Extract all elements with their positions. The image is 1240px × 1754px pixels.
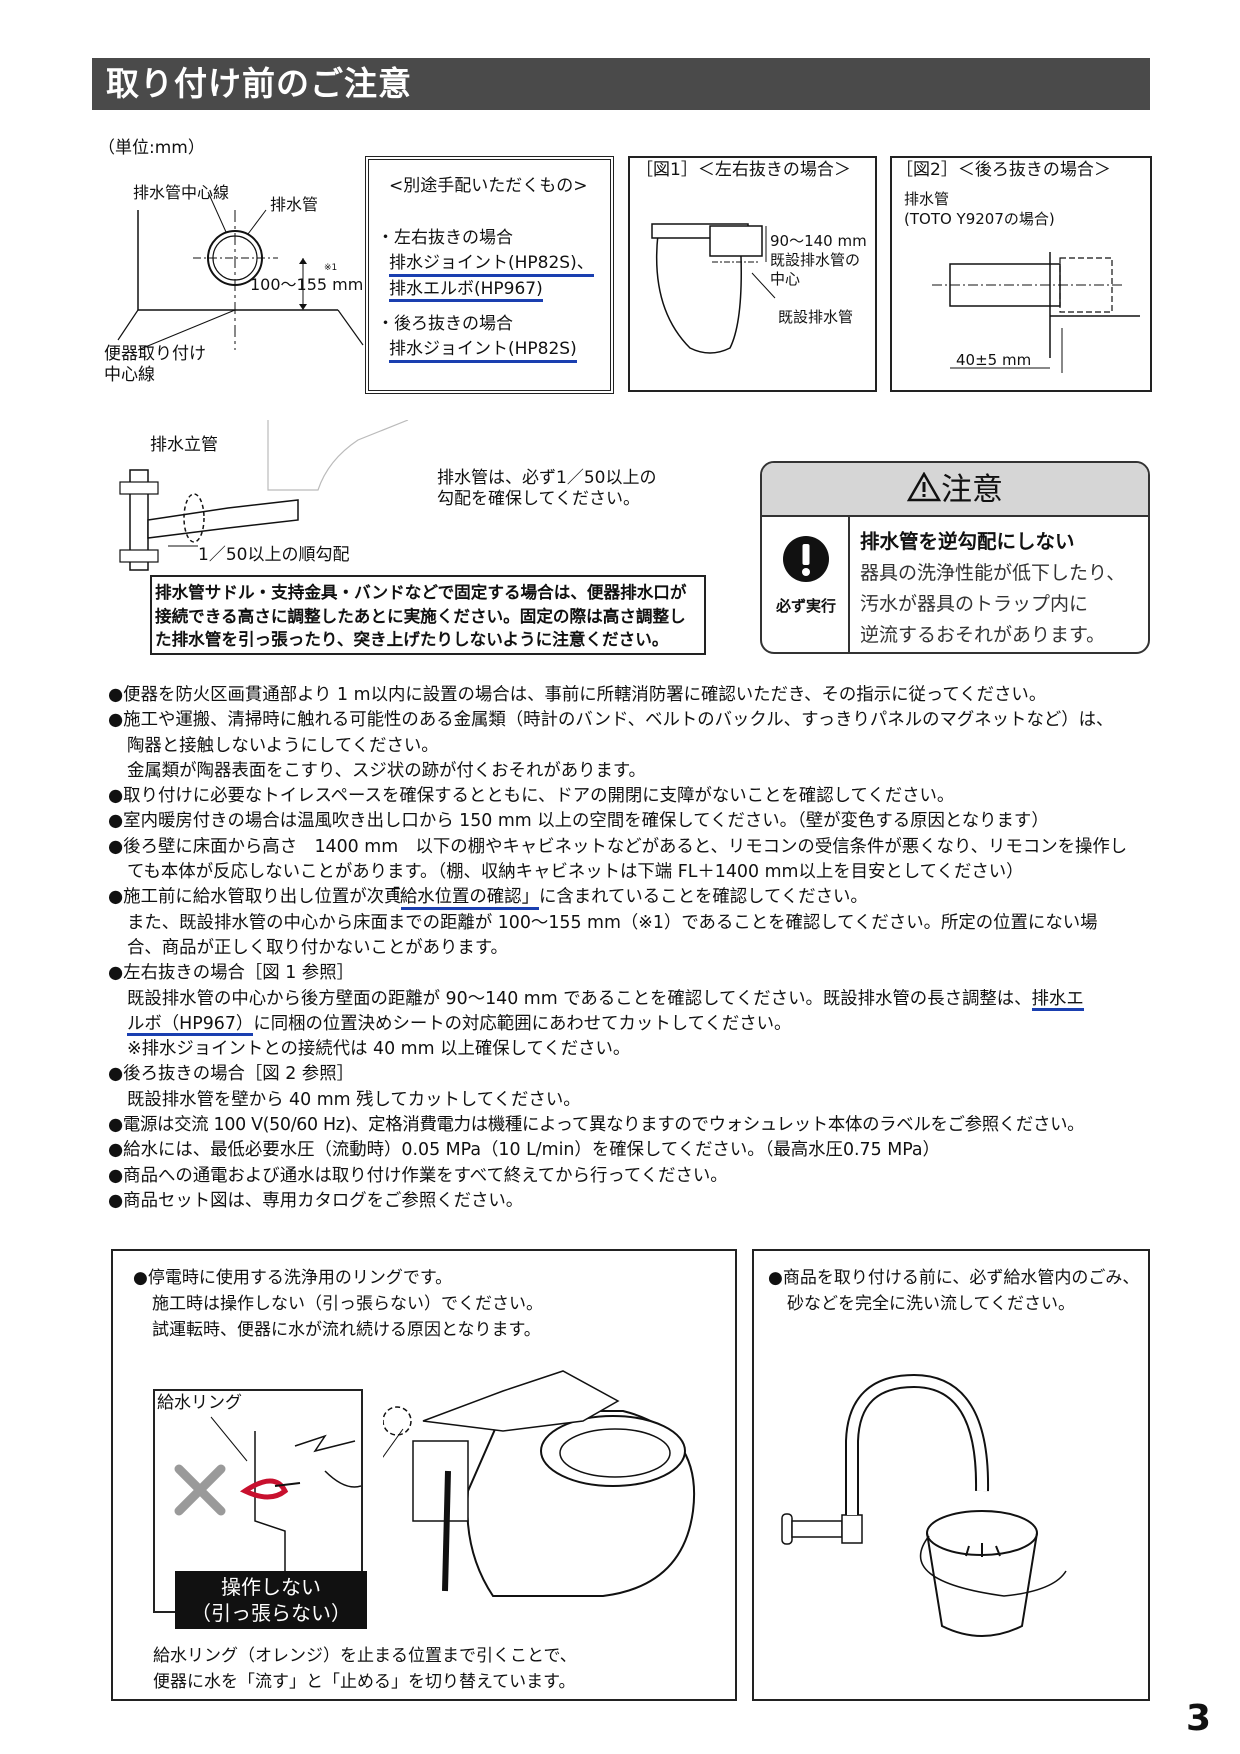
ring-label: 給水リング: [157, 1393, 242, 1413]
note-item: ●商品への通電および通水は取り付け作業をすべて終えてから行ってください。: [108, 1165, 728, 1186]
fig1-dim-sub2: 中心: [770, 270, 800, 288]
do-not-operate-label: 操作しない （引っ張らない）: [175, 1571, 367, 1629]
page-number: 3: [1186, 1698, 1212, 1739]
riser-label: 排水立管: [150, 435, 218, 455]
note-item: ●便器を防火区画貫通部より 1 m以内に設置の場合は、事前に所轄消防署に確認いた…: [108, 685, 1047, 705]
exclamation-icon: [783, 536, 829, 582]
note-item: ●取り付けに必要なトイレスペースを確保するとともに、ドアの開閉に支障がないことを…: [108, 786, 955, 807]
note-item: また、既設排水管の中心から床面までの距離が 100～155 mm（※1）であるこ…: [127, 912, 1098, 933]
page-title: 取り付け前のご注意: [92, 58, 1150, 110]
hose-bucket-illustration: [781, 1373, 1067, 1637]
item-drain-joint-back: 排水ジョイント(HP82S): [389, 340, 577, 363]
note-item: ●室内暖房付きの場合は温風吹き出し口から 150 mm 以上の空間を確保してくだ…: [108, 811, 1049, 832]
item-drain-joint-side: 排水ジョイント(HP82S)、: [389, 253, 594, 277]
note-item: ●後ろ壁に床面から高さ 1400 mm 以下の棚やキャビネットなどがあると、リモ…: [108, 836, 1128, 857]
fig2-diagram: 排水管 (TOTO Y9207の場合) 40±5 mm: [904, 190, 1140, 373]
notes-list: ●便器を防火区画貫通部より 1 m以内に設置の場合は、事前に所轄消防署に確認いた…: [108, 683, 1158, 1214]
warning-triangle-icon: [906, 465, 942, 519]
separate-heading: <別途手配いただくもの>: [389, 176, 588, 196]
fig2-dim: 40±5 mm: [956, 351, 1031, 369]
fig1-title: ［図1］＜左右抜きの場合＞: [636, 160, 851, 180]
note-item: ●給水には、最低必要水圧（流動時）0.05 MPa（10 L/min）を確保して…: [108, 1140, 940, 1161]
fig1-diagram: 90～140 mm 既設排水管の 中心 既設排水管: [651, 223, 867, 354]
fixing-warning-box: 排水管サドル・支持金具・バンドなどで固定する場合は、便器排水口が 接続できる高さ…: [150, 575, 706, 655]
mandatory-icon-cell: 必ず実行: [762, 517, 850, 652]
mandatory-label: 必ず実行: [775, 597, 836, 615]
note-item: ●施工や運搬、清掃時に触れる可能性のある金属類（時計のバンド、ベルトのバックル、…: [108, 710, 1114, 731]
separate-items-box: <別途手配いただくもの> ・左右抜きの場合 排水ジョイント(HP82S)、 排水…: [365, 156, 614, 394]
note-item: 既設排水管を壁から 40 mm 残してカットしてください。: [127, 1089, 581, 1110]
drain-elbow-ref: 排水エ: [1031, 989, 1084, 1011]
fig0-note-mark: ※1: [324, 263, 337, 273]
note-item: ても本体が反応しないことがあります。（棚、収納キャビネットは下端 FL＋1400…: [127, 862, 1024, 883]
note-item: ●後ろ抜きの場合［図 2 参照］: [108, 1064, 354, 1085]
fig2-model-label: (TOTO Y9207の場合): [904, 210, 1055, 228]
note-item: 既設排水管の中心から後方壁面の距離が 90～140 mm であることを確認してく…: [108, 987, 1158, 1012]
note-item: ※排水ジョイントとの接続代は 40 mm 以上確保してください。: [127, 1039, 631, 1060]
fig0-dim: 100～155 mm: [250, 275, 363, 294]
fig2-title: ［図2］＜後ろ抜きの場合＞: [896, 160, 1111, 180]
separate-items-list: ・左右抜きの場合 排水ジョイント(HP82S)、 排水エルボ(HP967) ・後…: [377, 226, 594, 363]
flush-pipe-panel: ●商品を取り付ける前に、必ず給水管内のごみ、 砂などを完全に洗い流してください。: [752, 1249, 1150, 1701]
caution-header: 注意: [762, 463, 1148, 517]
note-item: ●施工前に給水管取り出し位置が次頁「給水位置の確認」に含まれていることを確認して…: [108, 885, 1158, 910]
slope-diagram: 排水立管 1／50以上の順勾配: [119, 420, 409, 571]
note-item: ●商品セット図は、専用カタログをご参照ください。: [108, 1190, 524, 1211]
note-item: 陶器と接触しないようにしてください。: [127, 735, 439, 756]
caution-title: 注意: [941, 472, 1003, 508]
fig2-pipe-label: 排水管: [904, 190, 949, 208]
slope-note: 排水管は、必ず1／50以上の 勾配を確保してください。: [437, 468, 657, 510]
pipe-center-diagram: 排水管中心線 排水管 ※1 100～155 mm: [117, 183, 364, 351]
fig1-pipe-label: 既設排水管: [778, 308, 853, 326]
supply-ring-notes: ●停電時に使用する洗浄用のリングです。 施工時は操作しない（引っ張らない）でくだ…: [133, 1268, 543, 1340]
caution-text: 排水管を逆勾配にしない 器具の洗浄性能が低下したり、 汚水が器具のトラップ内に …: [860, 530, 1126, 646]
toilet-center-label: 便器取り付け 中心線: [104, 344, 206, 386]
caution-box: 注意 必ず実行 排水管を逆勾配にしない 器具の洗浄性能が低下したり、 汚水が器具…: [760, 461, 1150, 654]
note-item: ルボ（HP967）に同梱の位置決めシートの対応範囲にあわせてカットしてください。: [108, 1012, 1158, 1037]
fig1-dim: 90～140 mm: [770, 232, 867, 250]
fig2-box: ［図2］＜後ろ抜きの場合＞ 排水管 (TOTO Y9207の場合) 40±5 m…: [890, 156, 1152, 392]
supply-ring-panel: ●停電時に使用する洗浄用のリングです。 施工時は操作しない（引っ張らない）でくだ…: [111, 1249, 737, 1701]
note-item: ●電源は交流 100 V(50/60 Hz)、定格消費電力は機種によって異なりま…: [108, 1115, 1085, 1136]
flush-pipe-notes: ●商品を取り付ける前に、必ず給水管内のごみ、 砂などを完全に洗い流してください。: [768, 1268, 1140, 1314]
fig1-box: ［図1］＜左右抜きの場合＞ 90～140 mm 既設排水管の 中心 既設排水管: [628, 156, 877, 392]
note-item: 金属類が陶器表面をこすり、スジ状の跡が付くおそれがあります。: [127, 760, 646, 781]
fig0-pipe-label: 排水管: [270, 195, 318, 214]
toilet-illustration: [383, 1370, 696, 1597]
x-mark-icon: [174, 1464, 226, 1516]
drain-elbow-ref-cont: ルボ（HP967）: [127, 1015, 254, 1037]
ring-explanation: 給水リング（オレンジ）を止まる位置まで引くことで、 便器に水を「流す」と「止める…: [153, 1646, 577, 1692]
note-item: 合、商品が正しく取り付かないことがあります。: [127, 937, 508, 958]
unit-label: （単位:mm）: [98, 138, 205, 158]
note-item: ●左右抜きの場合［図 1 参照］: [108, 963, 354, 984]
fig0-center-label: 排水管中心線: [133, 183, 229, 202]
fig1-dim-sub1: 既設排水管の: [770, 251, 860, 269]
slope-label: 1／50以上の順勾配: [198, 545, 349, 565]
supply-position-link[interactable]: 「給水位置の確認」: [382, 888, 539, 910]
item-drain-elbow: 排水エルボ(HP967): [389, 279, 543, 303]
